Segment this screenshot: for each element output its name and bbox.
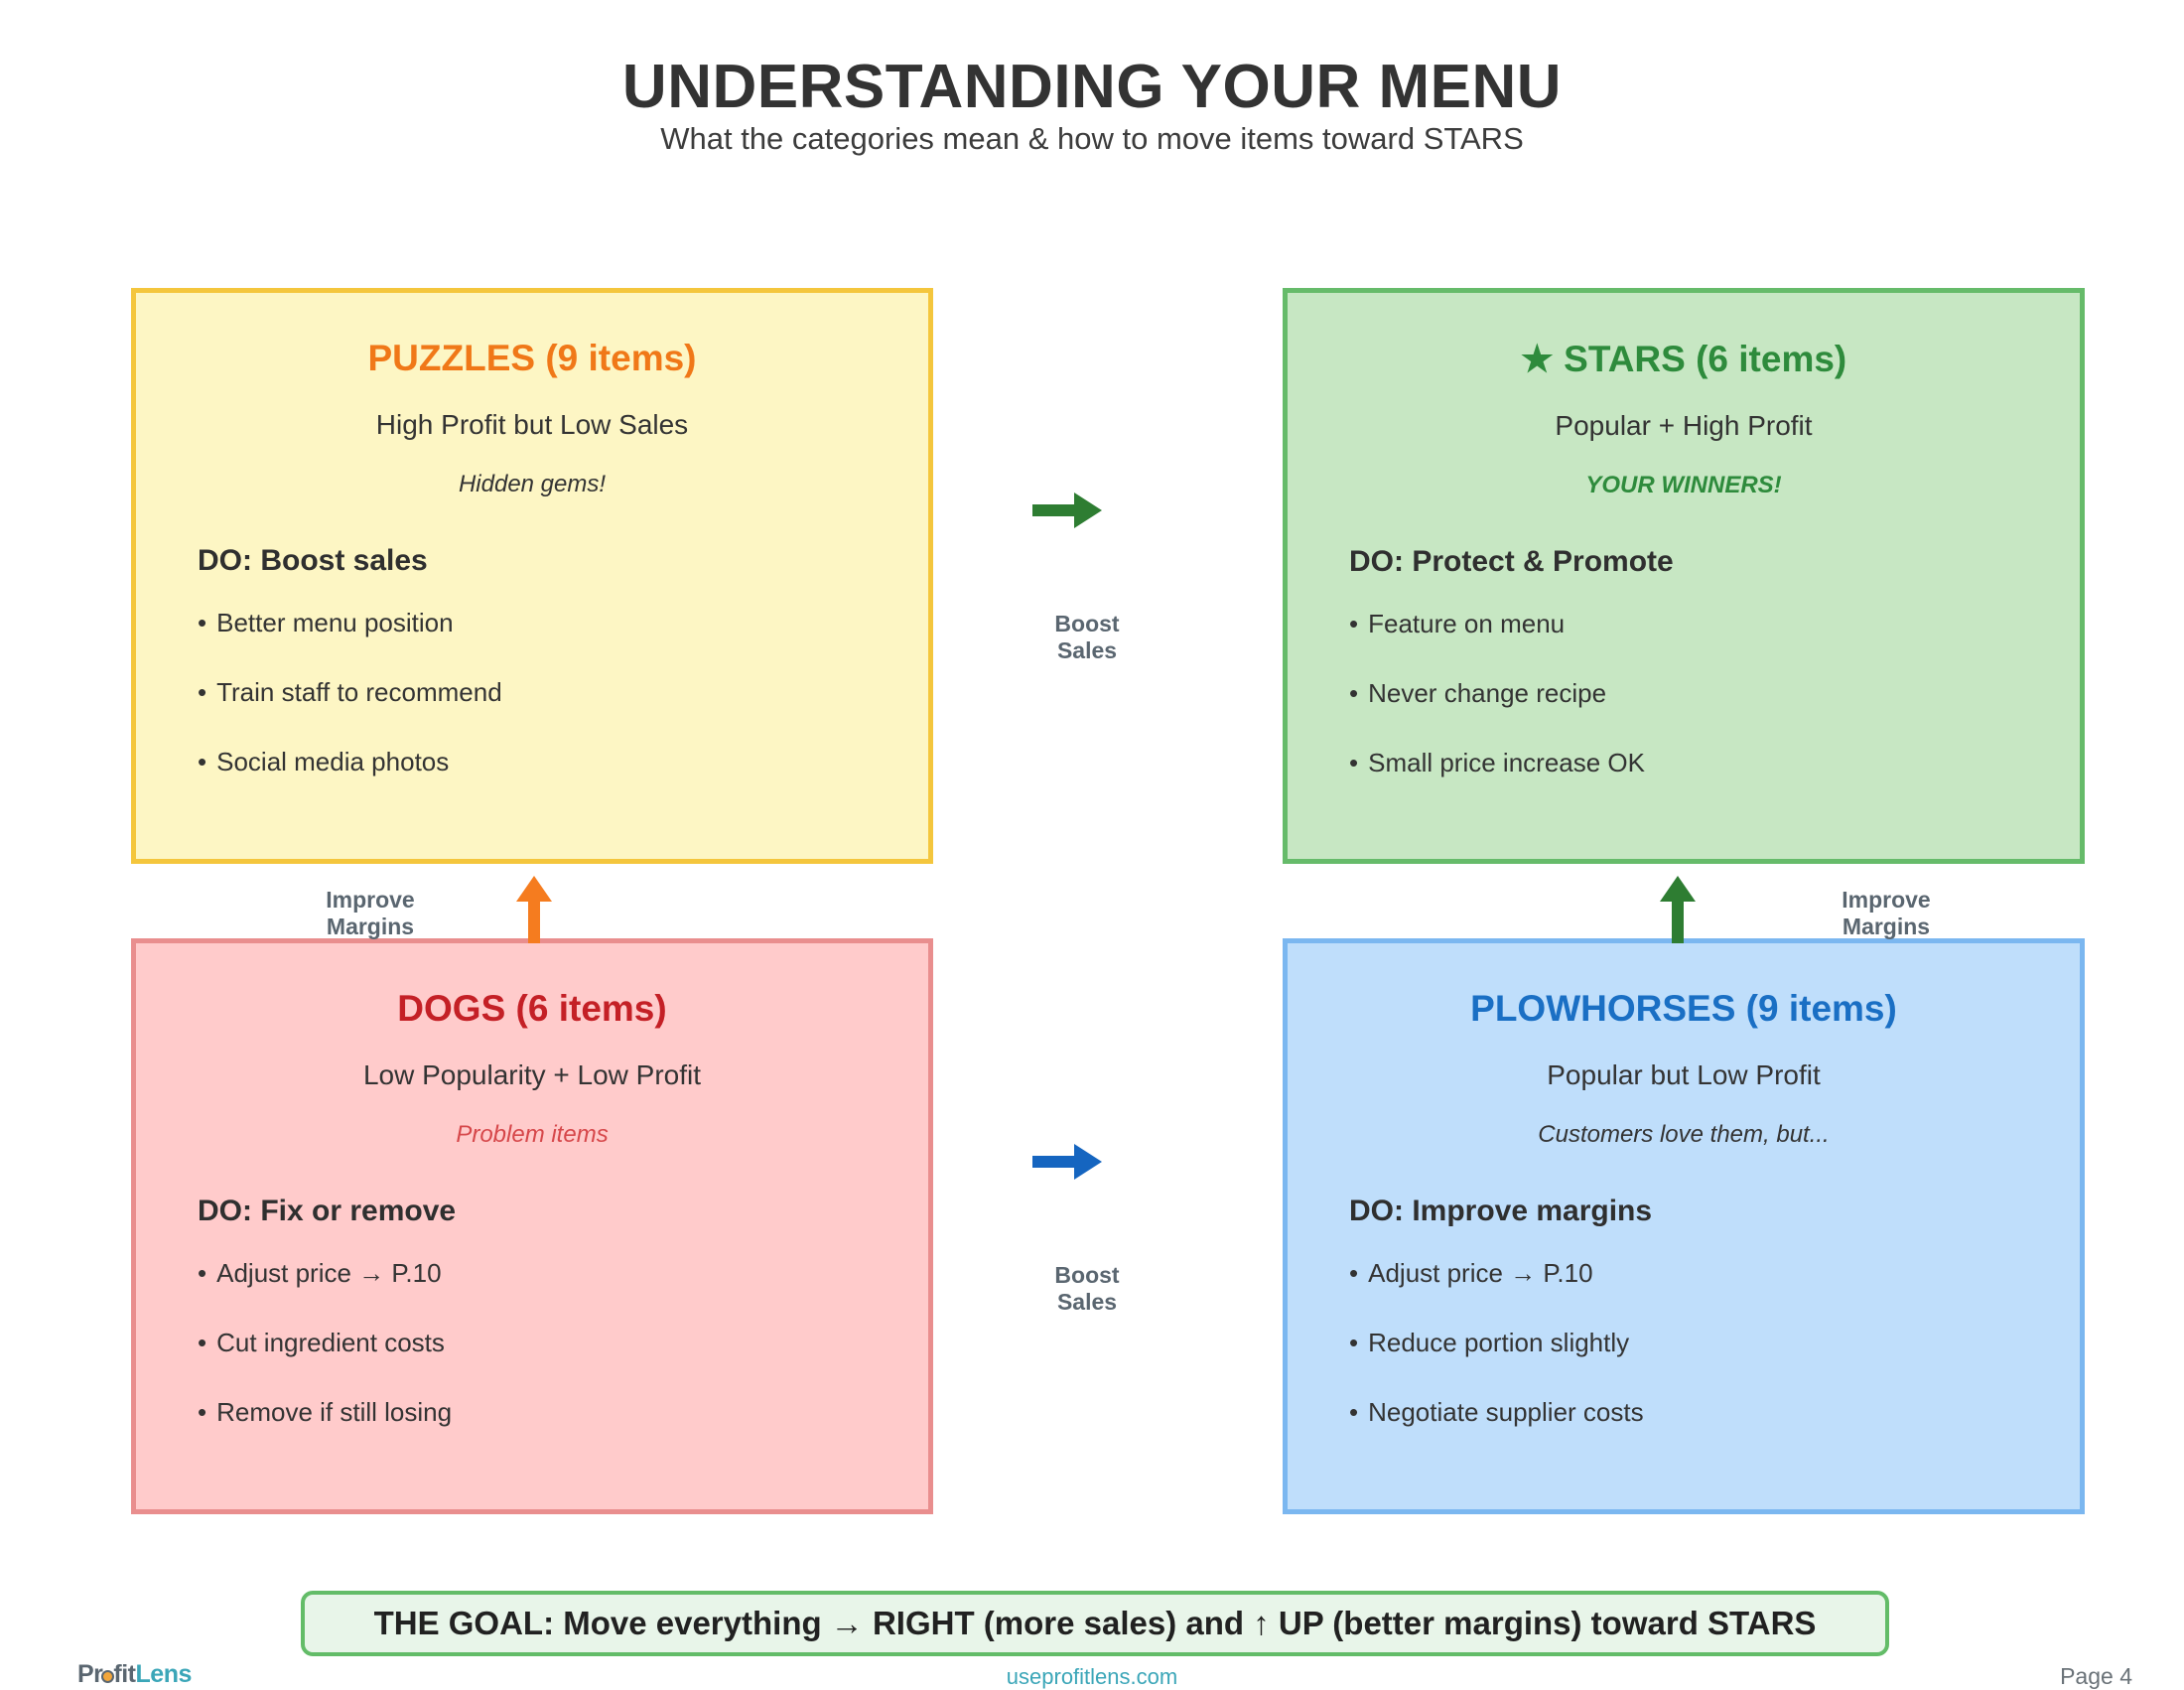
page-subtitle: What the categories mean & how to move i… [660, 121, 1524, 156]
list-item-label: Cut ingredient costs [216, 1328, 445, 1357]
list-item: • Adjust price → P.10 [1349, 1258, 2080, 1289]
quadrant-dogs: DOGS (6 items) Low Popularity + Low Prof… [131, 938, 933, 1514]
bullet-dot-icon: • [198, 1397, 207, 1427]
footer-page-number: Page 4 [2060, 1663, 2132, 1689]
list-item-label: Train staff to recommend [216, 677, 502, 707]
quadrant-stars: ★ STARS (6 items) Popular + High Profit … [1283, 288, 2085, 864]
list-item: • Never change recipe [1349, 678, 2080, 709]
logo-text-fit: fit [113, 1660, 136, 1688]
bullet-dot-icon: • [198, 677, 207, 707]
quadrant-stars-tagline: YOUR WINNERS! [1585, 472, 1782, 498]
arrow-up-icon-margins-left [512, 874, 556, 945]
list-item: • Cut ingredient costs [198, 1328, 928, 1358]
connector-label-boost-top: Boost Sales [1054, 611, 1120, 664]
list-item: • Adjust price → P.10 [198, 1258, 928, 1289]
list-item-label: Reduce portion slightly [1368, 1328, 1630, 1357]
arrow-right-icon-boost-top [1032, 489, 1104, 532]
quadrant-puzzles-bullet-list: • Better menu position • Train staff to re… [198, 608, 928, 777]
connector-label-margins-right: Improve Margins [1842, 887, 1931, 940]
quadrant-puzzles-subtitle: High Profit but Low Sales [375, 409, 689, 440]
connector-label-margins-left: Improve Margins [326, 887, 415, 940]
list-item: • Social media photos [198, 747, 928, 777]
bullet-dot-icon: • [1349, 1397, 1359, 1427]
quadrant-puzzles-title: PUZZLES (9 items) [367, 338, 697, 378]
bullet-dot-icon: • [1349, 748, 1359, 777]
quadrant-plowhorses-subtitle: Popular but Low Profit [1547, 1059, 1821, 1090]
quadrant-dogs-action: DO: Fix or remove [198, 1195, 457, 1227]
quadrant-stars-action: DO: Protect & Promote [1349, 545, 1674, 578]
bullet-dot-icon: • [1349, 609, 1359, 638]
quadrant-plowhorses-action: DO: Improve margins [1349, 1195, 1653, 1227]
list-item: • Remove if still losing [198, 1397, 928, 1428]
list-item-label: Negotiate supplier costs [1368, 1397, 1644, 1427]
list-item: • Small price increase OK [1349, 748, 2080, 778]
quadrant-dogs-subtitle: Low Popularity + Low Profit [362, 1059, 702, 1090]
logo-text-pr: Pr [77, 1660, 103, 1688]
quadrant-dogs-tagline: Problem items [456, 1121, 609, 1148]
goal-banner-text: THE GOAL: Move everything → RIGHT (more … [373, 1605, 1817, 1641]
quadrant-stars-bullet-list: • Feature on menu • Never change recipe • S… [1349, 609, 2080, 778]
footer-website-link[interactable]: useprofitlens.com [1006, 1664, 1178, 1689]
quadrant-plowhorses-bullet-list: • Adjust price → P.10 • Reduce portion sli… [1349, 1258, 2080, 1428]
quadrant-dogs-title: DOGS (6 items) [397, 988, 667, 1029]
quadrant-puzzles: PUZZLES (9 items) High Profit but Low Sa… [131, 288, 933, 864]
quadrant-plowhorses-title: PLOWHORSES (9 items) [1470, 988, 1897, 1029]
bullet-dot-icon: • [198, 1258, 207, 1288]
quadrant-puzzles-tagline: Hidden gems! [458, 471, 607, 497]
list-item: • Train staff to recommend [198, 677, 928, 708]
list-item-label: Adjust price → P.10 [1368, 1258, 1593, 1288]
lens-dot-icon [101, 1670, 115, 1683]
quadrant-plowhorses: PLOWHORSES (9 items) Popular but Low Pro… [1283, 938, 2085, 1514]
list-item: • Negotiate supplier costs [1349, 1397, 2080, 1428]
bullet-dot-icon: • [1349, 678, 1359, 708]
bullet-dot-icon: • [198, 608, 207, 637]
list-item: • Feature on menu [1349, 609, 2080, 639]
list-item-label: Remove if still losing [216, 1397, 453, 1427]
list-item-label: Social media photos [216, 747, 450, 776]
arrow-right-icon-boost-bottom [1032, 1140, 1104, 1184]
bullet-dot-icon: • [198, 1328, 207, 1357]
bullet-dot-icon: • [1349, 1328, 1359, 1357]
list-item: • Better menu position [198, 608, 928, 638]
list-item-label: Adjust price → P.10 [216, 1258, 442, 1288]
list-item-label: Small price increase OK [1368, 748, 1645, 777]
bullet-dot-icon: • [198, 747, 207, 776]
quadrant-dogs-bullet-list: • Adjust price → P.10 • Cut ingredient cos… [198, 1258, 928, 1428]
list-item: • Reduce portion slightly [1349, 1328, 2080, 1358]
page-title: UNDERSTANDING YOUR MENU [621, 53, 1563, 121]
quadrant-stars-subtitle: Popular + High Profit [1555, 410, 1813, 441]
connector-label-boost-bottom: Boost Sales [1054, 1262, 1120, 1316]
goal-banner: THE GOAL: Move everything → RIGHT (more … [301, 1591, 1889, 1656]
bullet-dot-icon: • [1349, 1258, 1359, 1288]
list-item-label: Feature on menu [1368, 609, 1566, 638]
list-item-label: Never change recipe [1368, 678, 1607, 708]
arrow-up-icon-margins-right [1656, 874, 1700, 945]
list-item-label: Better menu position [216, 608, 454, 637]
quadrant-puzzles-action: DO: Boost sales [198, 544, 428, 577]
quadrant-plowhorses-tagline: Customers love them, but... [1538, 1121, 1830, 1148]
quadrant-stars-title: ★ STARS (6 items) [1520, 339, 1847, 379]
logo-text-lens: Lens [135, 1660, 193, 1688]
